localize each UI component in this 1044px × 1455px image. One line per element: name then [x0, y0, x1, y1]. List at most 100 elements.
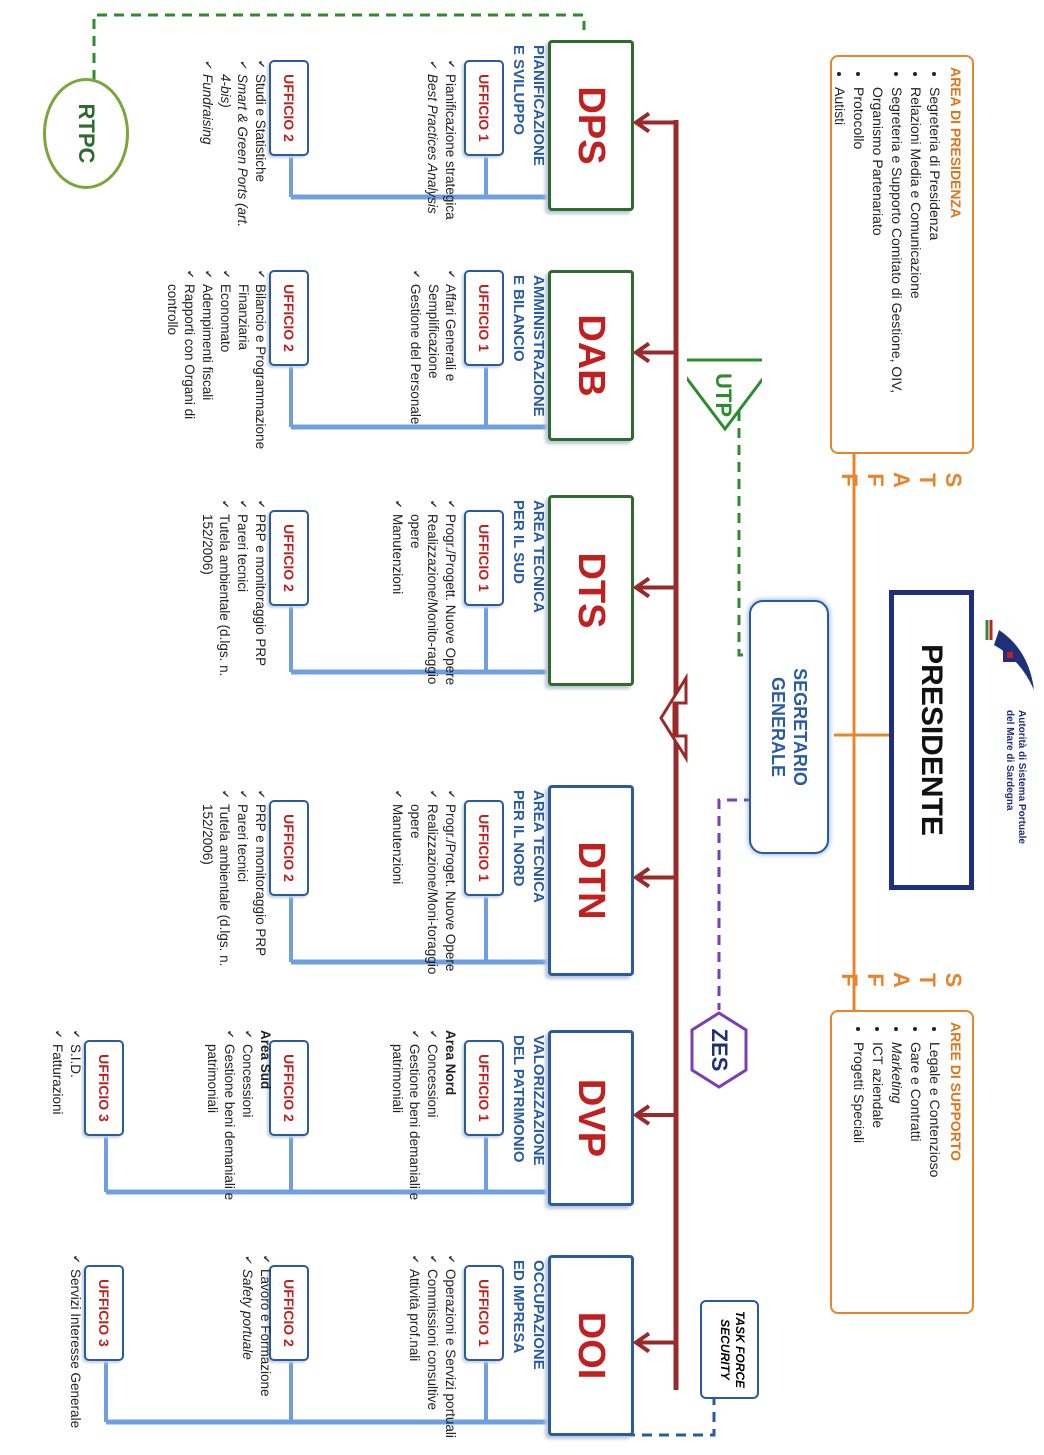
- office-item: Progr./Progett. Nuove Opere: [442, 500, 459, 700]
- office-item: Gestione del Personale: [407, 270, 424, 450]
- office-item: Manutenzioni: [389, 790, 406, 990]
- department-title-line2: DEL PATRIMONIO: [510, 1035, 527, 1163]
- office-item: Fatturazioni: [49, 1030, 66, 1215]
- office-items: Pianificazione strategicaBest Practices …: [423, 60, 459, 240]
- office-item: Safety portuale: [239, 1255, 256, 1445]
- utp-node: UTP: [687, 340, 762, 450]
- office-connectors: [104, 152, 549, 1425]
- office-item: Concessioni: [239, 1030, 256, 1215]
- office-item: Affari Generali e Semplificazione: [425, 270, 459, 450]
- rtpc-node: RTPC: [43, 78, 129, 189]
- office-item: Fundraising: [199, 60, 216, 240]
- office-box: UFFICIO 1: [464, 270, 504, 366]
- area_presidenza-item: Autisti: [830, 87, 849, 452]
- task-force-line2: SECURITY: [718, 1319, 732, 1380]
- rtpc-dashed-line: [92, 13, 586, 80]
- office-item: Adempimenti fiscali: [199, 270, 216, 450]
- department-title-line1: VALORIZZAZIONE: [530, 1035, 547, 1166]
- office-items: Bilancio e Programmazione FinanziariaEco…: [163, 270, 269, 450]
- office-items: Affari Generali e SemplificazioneGestion…: [406, 270, 459, 450]
- department-title-line1: AMMINISTRAZIONE: [530, 275, 547, 417]
- office-items: Progr./Proget. Nuove OpereRealizzazione/…: [388, 790, 459, 990]
- area_presidenza-item: Relazioni Media e Comunicazione: [906, 87, 925, 452]
- office-box: UFFICIO 2: [269, 60, 309, 156]
- office-box: UFFICIO 1: [464, 510, 504, 606]
- staff-letter: S: [941, 972, 966, 988]
- office-item: Pareri tecnici: [234, 500, 251, 700]
- area_presidenza-item: Segreteria e Supporto Comitato di Gestio…: [868, 87, 906, 452]
- area-presidenza-box: AREA DI PRESIDENZA Segreteria di Preside…: [830, 55, 974, 454]
- office-item: Attività prof.nali: [406, 1255, 423, 1445]
- office-item: Area Nord: [443, 1030, 458, 1096]
- area-presidenza-list: Segreteria di PresidenzaRelazioni Media …: [830, 57, 944, 452]
- area-presidenza-title: AREA DI PRESIDENZA: [948, 67, 964, 219]
- zes-hexagon-icon: [690, 1011, 748, 1089]
- department-arrow-icon: [632, 866, 651, 889]
- office-item: Rapporti con Organi di controllo: [164, 270, 198, 450]
- department-dts-box: DTS: [548, 495, 634, 686]
- office-item: Operazioni e Servizi portuali: [442, 1255, 459, 1445]
- office-item: Studi e Statistiche: [252, 60, 269, 240]
- logo: Autorità di Sistema Portuale del Mare di…: [984, 615, 1039, 855]
- aree_supporto-item: ICT aziendale: [868, 1042, 887, 1312]
- department-arrow-icon: [632, 111, 651, 134]
- department-arrow-icon: [632, 576, 651, 599]
- president-label: PRESIDENTE: [915, 644, 948, 836]
- office-item: Smart & Green Ports (art. 4-bis): [217, 60, 251, 240]
- office-item: Best Practices Analysis: [424, 60, 441, 240]
- department-title-line1: AREA TECNICA: [530, 500, 547, 613]
- staff-letter: T: [915, 973, 940, 987]
- secretary-box: SEGRETARIO GENERALE: [749, 600, 829, 854]
- department-dab-box: DAB: [548, 270, 634, 441]
- aree_supporto-item: Gare e Contratti: [906, 1042, 925, 1312]
- office-box: UFFICIO 2: [269, 1040, 309, 1136]
- office-items: Servizi Interesse Generale: [66, 1255, 84, 1445]
- task-force-box: TASK FORCE SECURITY: [700, 1300, 759, 1399]
- office-box: UFFICIO 2: [269, 1265, 309, 1361]
- office-item: Gestione beni demaniali e patrimoniali: [204, 1030, 238, 1215]
- office-item: Economato: [217, 270, 234, 450]
- office-items: Studi e StatisticheSmart & Green Ports (…: [198, 60, 269, 240]
- office-item: Progr./Proget. Nuove Opere: [442, 790, 459, 990]
- office-item: Commissioni consultive: [424, 1255, 441, 1445]
- department-title-line2: E BILANCIO: [510, 275, 527, 362]
- department-title-line1: PIANIFICAZIONE: [530, 45, 547, 166]
- staff-letter: F: [863, 473, 888, 487]
- office-box: UFFICIO 3: [84, 1265, 124, 1361]
- office-item: S.I.D.: [67, 1030, 84, 1215]
- office-items: PRP e monitoraggio PRPPareri tecniciTute…: [198, 790, 269, 990]
- office-item: Manutenzioni: [389, 500, 406, 700]
- office-item: Tutela ambientale (d.lgs. n. 152/2006): [199, 790, 233, 990]
- office-box: UFFICIO 2: [269, 270, 309, 366]
- staff-letter: F: [863, 973, 888, 987]
- office-items: PRP e monitoraggio PRPPareri tecniciTute…: [198, 500, 269, 700]
- office-item: Gestione beni demaniali e patrimoniali: [389, 1030, 423, 1215]
- office-item: Pianificazione strategica: [442, 60, 459, 240]
- hollow-arrow: [659, 672, 688, 764]
- aree_supporto-item: Marketing: [887, 1042, 906, 1312]
- logo-line1: Autorità di Sistema Portuale: [1016, 710, 1027, 844]
- office-item: Lavoro e Formazione: [257, 1255, 274, 1445]
- staff-letter: F: [837, 973, 862, 987]
- department-title-line1: AREA TECNICA: [530, 790, 547, 903]
- utp-triangle-icon: [687, 358, 762, 432]
- department-connectors: [632, 111, 676, 1354]
- aree-supporto-list: Legale e ContenziosoGare e ContrattiMark…: [849, 1012, 944, 1312]
- department-dvp-box: DVP: [548, 1030, 634, 1206]
- office-items: Operazioni e Servizi portualiCommissioni…: [405, 1255, 459, 1445]
- office-item: Pareri tecnici: [234, 790, 251, 990]
- department-arrow-icon: [632, 1331, 651, 1354]
- office-item: Concessioni: [424, 1030, 441, 1215]
- office-box: UFFICIO 1: [464, 1265, 504, 1361]
- aree-supporto-box: AREE DI SUPPORTO Legale e ContenziosoGar…: [830, 1010, 974, 1314]
- office-box: UFFICIO 1: [464, 1040, 504, 1136]
